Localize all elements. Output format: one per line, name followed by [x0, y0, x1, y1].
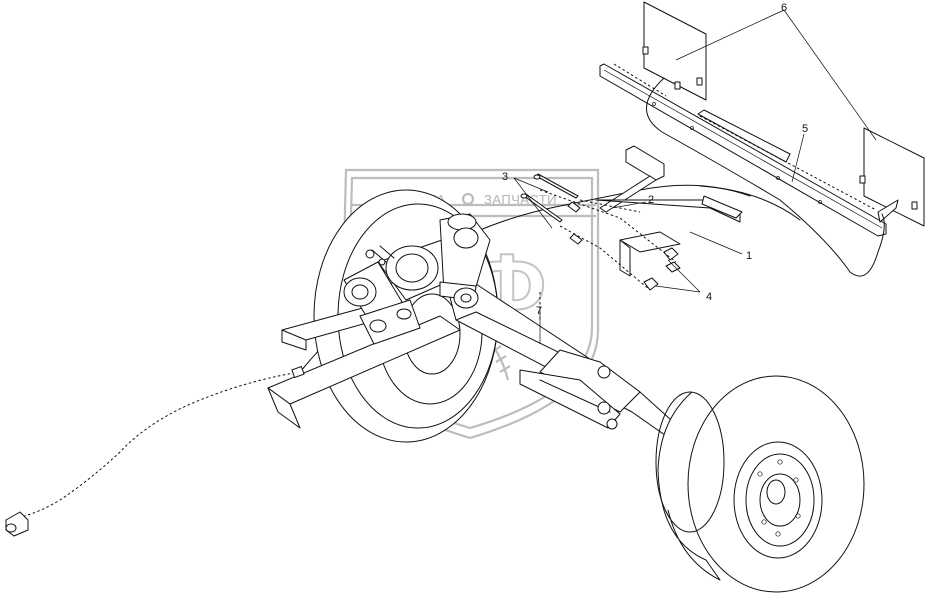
reflector-plate-lower	[859, 127, 925, 227]
leader-lines	[513, 9, 877, 344]
bracket-lower	[619, 231, 681, 277]
sensor-plug-icon	[5, 511, 29, 537]
callout-3: 3	[502, 171, 508, 183]
reflector-plate-upper	[642, 1, 707, 101]
callout-2: 2	[648, 194, 654, 206]
right-wheel	[655, 375, 865, 593]
signal-cable	[5, 77, 885, 537]
callout-4: 4	[706, 291, 712, 303]
bolt-icon	[642, 46, 703, 90]
callout-7: 7	[536, 305, 542, 317]
watermark-right-text: ЗАПЧАСТИ	[484, 192, 557, 207]
callout-labels: 1 2 3 4 5 6 7	[502, 2, 808, 317]
bracket-upper	[595, 145, 743, 223]
hub-assembly	[343, 213, 491, 345]
callout-5: 5	[802, 123, 808, 135]
bolt-icon	[859, 175, 918, 210]
assembly-lines	[539, 63, 877, 320]
nut-set	[643, 247, 681, 291]
callout-6: 6	[781, 2, 787, 14]
bolt-set-upper	[520, 173, 583, 245]
cross-bar	[599, 63, 899, 237]
callout-1: 1	[746, 250, 752, 262]
